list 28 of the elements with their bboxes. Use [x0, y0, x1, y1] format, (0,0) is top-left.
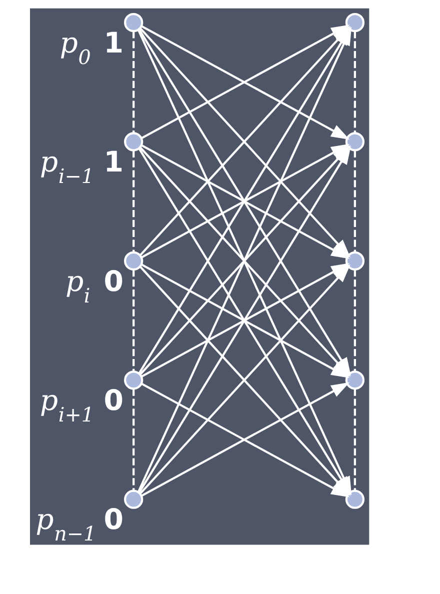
connector: [354, 270, 356, 372]
node-label: 1: [104, 146, 124, 179]
node-circle: [345, 251, 365, 271]
node-circle: [345, 132, 365, 152]
node-label: p$_{i}$: [65, 264, 90, 308]
node-label: p$_{i−1}$: [40, 146, 94, 188]
node-label: 1: [104, 26, 124, 60]
connector: [354, 31, 356, 133]
node-circle: [124, 13, 144, 32]
node-circle: [345, 13, 365, 32]
connector: [132, 150, 135, 252]
node-label: p$_{i+1}$: [40, 384, 94, 426]
connector: [354, 150, 356, 252]
node-label: 0: [104, 384, 124, 417]
connector: [354, 388, 356, 490]
node-label: p$_{n−1}$: [36, 503, 96, 546]
node-label: 0: [104, 503, 124, 536]
connector: [132, 270, 135, 372]
node-label: p$_{0}$: [60, 26, 91, 69]
node-circle: [124, 251, 144, 271]
node-circle: [124, 132, 144, 152]
connector: [132, 388, 135, 490]
node-circle: [345, 490, 365, 509]
node-label: 0: [104, 264, 124, 298]
node-circle: [124, 370, 144, 390]
node-circle: [345, 370, 365, 390]
node-circle: [124, 490, 144, 509]
connector: [132, 31, 135, 133]
